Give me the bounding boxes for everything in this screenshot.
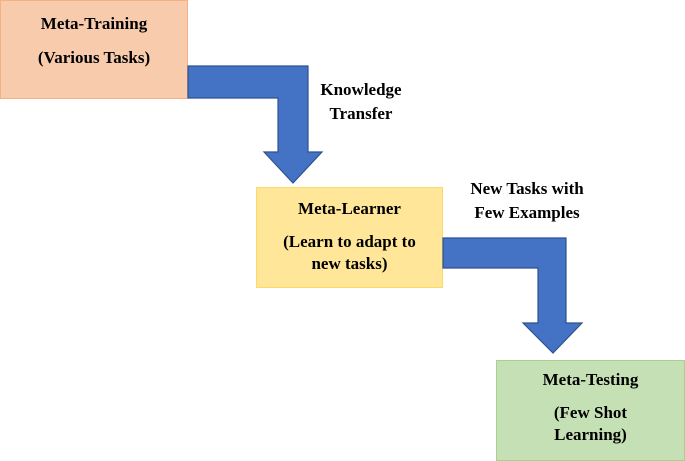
meta-training-title: Meta-Training — [40, 14, 148, 33]
meta-testing-subtitle-line1: (Few Shot — [553, 403, 628, 422]
meta-learner-subtitle-line2: new tasks) — [311, 254, 388, 273]
meta-learner-subtitle-line1: (Learn to adapt to — [283, 232, 416, 251]
new-tasks-label: New Tasks with Few Examples — [452, 177, 602, 225]
knowledge-transfer-label: Knowledge Transfer — [306, 78, 416, 126]
new-tasks-label-line2: Few Examples — [474, 203, 580, 222]
meta-learner-subtitle: (Learn to adapt to new tasks) — [283, 231, 416, 275]
knowledge-transfer-label-line1: Knowledge — [320, 80, 402, 99]
meta-testing-subtitle: (Few Shot Learning) — [554, 402, 627, 446]
new-tasks-label-line1: New Tasks with — [470, 179, 584, 198]
meta-learner-title: Meta-Learner — [298, 199, 401, 218]
meta-training-subtitle: (Various Tasks) — [37, 48, 151, 67]
knowledge-transfer-arrow — [187, 65, 324, 184]
new-tasks-arrow — [442, 237, 584, 354]
meta-testing-title: Meta-Testing — [542, 370, 639, 389]
knowledge-transfer-label-line2: Transfer — [329, 104, 393, 123]
meta-testing-box: Meta-Testing (Few Shot Learning) — [496, 360, 685, 461]
meta-training-box: Meta-Training (Various Tasks) — [0, 0, 188, 99]
meta-testing-subtitle-line2: Learning) — [554, 425, 627, 444]
